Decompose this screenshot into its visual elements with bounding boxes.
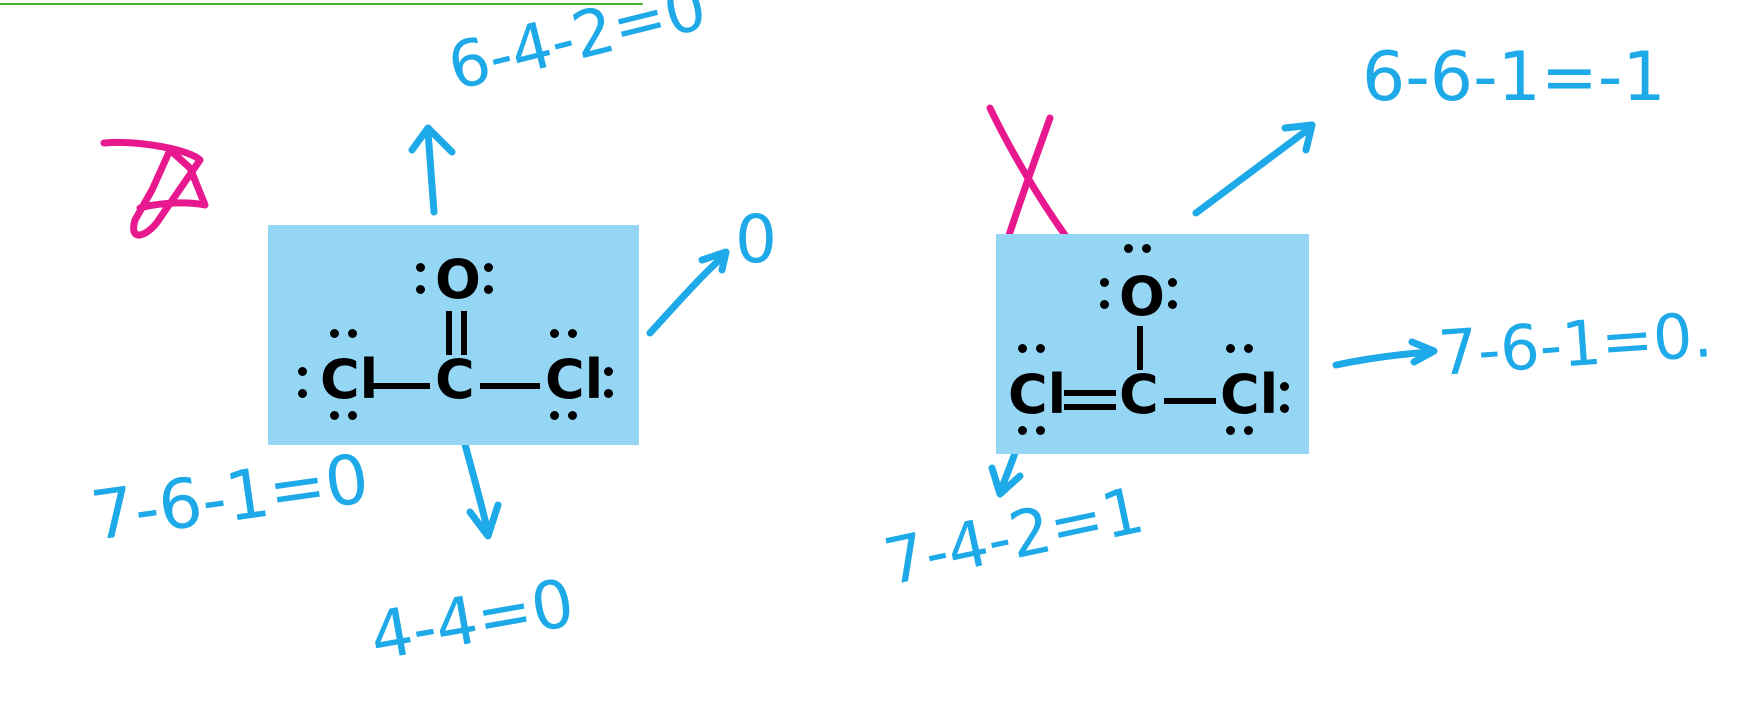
arrow-right-right-cl: [1332, 338, 1438, 369]
left-ccl-bond-left: [370, 383, 430, 389]
left-oxygen-label: O: [435, 248, 481, 311]
right-ccl-single-bond: [1164, 398, 1216, 404]
left-cl-right-label: Cl: [545, 348, 604, 411]
right-cl-right-label: Cl: [1220, 363, 1279, 426]
left-cl-left-label: Cl: [320, 348, 379, 411]
right-oxygen-label: O: [1119, 265, 1165, 328]
arrow-right-left-cl: [646, 248, 730, 337]
star-mark: [100, 138, 209, 239]
arrow-right-oxygen: [1192, 121, 1316, 217]
right-co-single-bond: [1137, 326, 1143, 370]
right-ccl-double-bond: [1064, 390, 1116, 396]
left-co-double-bond: [446, 311, 452, 355]
left-ccl-bond-right: [480, 383, 540, 389]
left-structure-box: O C Cl Cl: [268, 225, 639, 445]
arrow-up-left-oxygen: [408, 124, 456, 216]
x-mark: [986, 104, 1069, 252]
right-cl-left-label: Cl: [1008, 363, 1067, 426]
right-carbon-label: C: [1119, 363, 1159, 426]
left-carbon-label: C: [435, 348, 475, 411]
right-structure-box: O C Cl Cl: [996, 234, 1309, 454]
